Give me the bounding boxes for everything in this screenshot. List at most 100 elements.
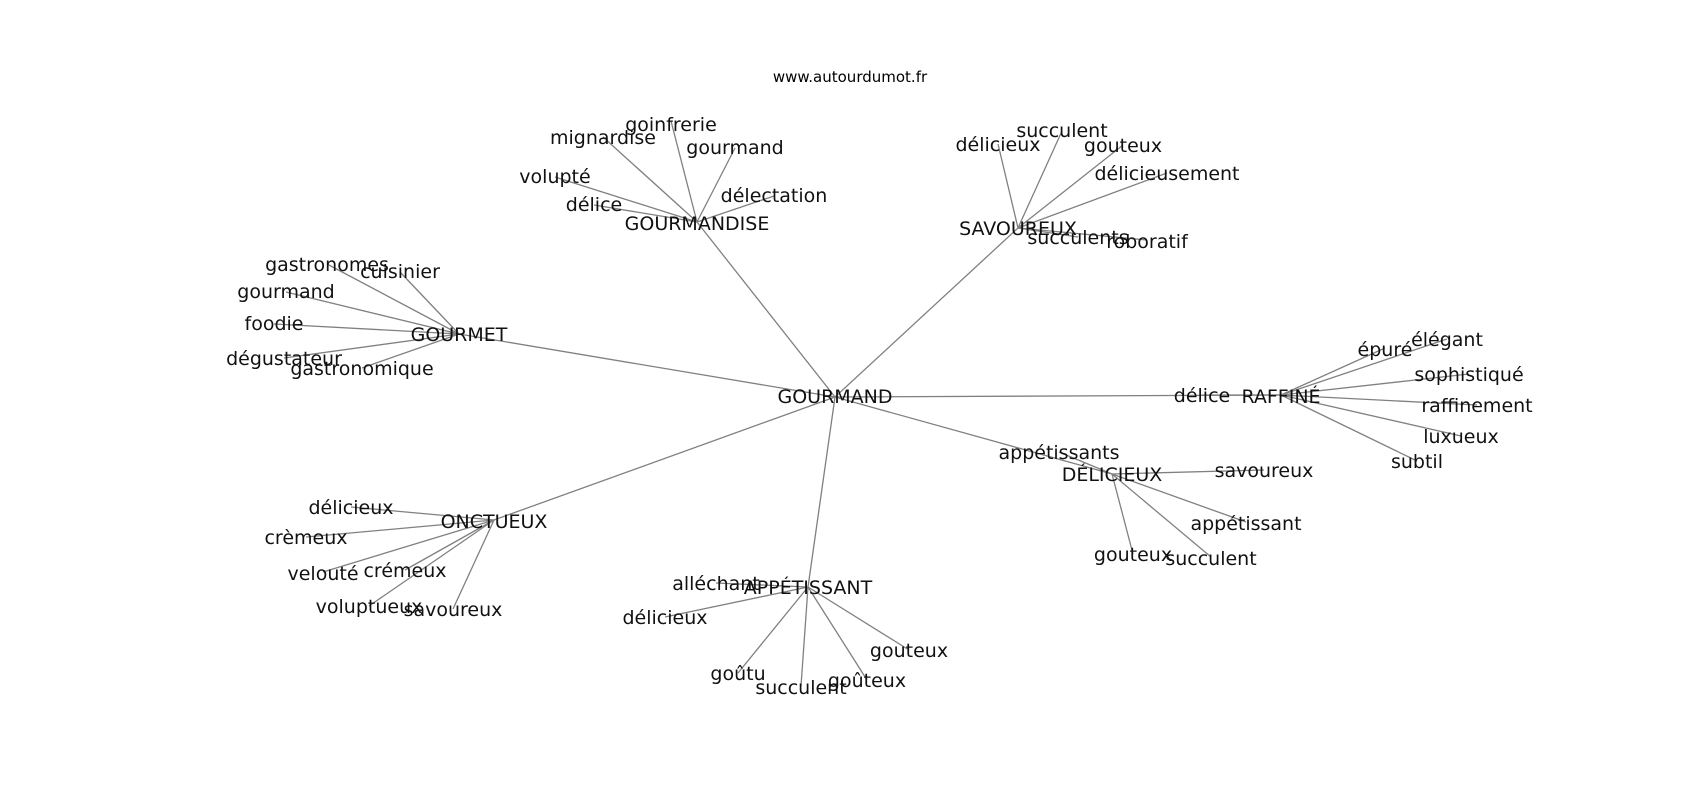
hub-word-edge	[404, 519, 495, 571]
hub-word-edge	[1280, 347, 1386, 396]
hub-word-edge	[602, 136, 698, 223]
leaf-word-label: succulent	[1016, 120, 1107, 142]
hub-word-edge	[1280, 394, 1462, 437]
leaf-word-label: foodie	[245, 313, 304, 335]
graph-edges	[273, 120, 1478, 687]
leaf-word-label: alléchant	[672, 573, 760, 595]
hub-word-edge	[670, 120, 698, 223]
leaf-word-label: savoureux	[404, 599, 503, 621]
hub-node-label: APPÉTISSANT	[744, 576, 873, 599]
hub-node-label: RAFFINÉ	[1241, 385, 1320, 408]
hub-word-edge	[273, 323, 460, 335]
hub-word-edge	[368, 519, 495, 607]
leaf-word-label: gouteux	[1094, 544, 1172, 566]
leaf-word-label: volupté	[519, 166, 590, 188]
center-hub-edge	[834, 396, 1113, 475]
hub-word-edge	[326, 263, 460, 335]
leaf-word-label: appétissants	[998, 442, 1119, 464]
leaf-word-label: roboratif	[1106, 231, 1189, 253]
hub-word-edge	[1111, 473, 1212, 558]
leaf-word-label: dégustateur	[226, 348, 342, 370]
leaf-word-label: élégant	[1411, 329, 1483, 351]
hub-word-edge	[1111, 473, 1134, 555]
hub-word-edge	[322, 519, 495, 573]
hub-word-edge	[696, 147, 736, 223]
leaf-word-label: luxueux	[1423, 426, 1499, 448]
leaf-word-label: subtil	[1391, 451, 1443, 473]
hub-word-edge	[1111, 473, 1247, 523]
hub-node-label: GOURMANDISE	[625, 213, 770, 235]
center-hub-edge	[807, 396, 836, 588]
hub-word-edge	[1017, 227, 1148, 241]
hub-word-edge	[737, 586, 809, 674]
hub-word-edge	[305, 519, 495, 538]
leaf-word-label: gouteux	[1084, 135, 1162, 157]
leaf-word-label: succulent	[1165, 548, 1256, 570]
leaf-word-label: épuré	[1358, 339, 1413, 361]
leaf-word-label: cuisinier	[360, 261, 440, 283]
center-hub-edge	[458, 333, 836, 398]
hub-word-edge	[1058, 451, 1113, 475]
hub-node-label: SAVOUREUX	[959, 218, 1077, 240]
hub-node-label: GOURMET	[411, 324, 508, 346]
leaf-word-label: délicieux	[622, 607, 707, 629]
hub-word-edge	[1280, 338, 1448, 396]
hub-word-edge	[715, 582, 809, 588]
leaf-word-label: goûteux	[828, 670, 906, 692]
leaf-word-label: appétissant	[1190, 513, 1301, 535]
hub-word-edge	[800, 586, 809, 687]
hub-word-edge	[664, 586, 809, 618]
leaf-word-label: succulent	[755, 677, 846, 699]
hub-word-edge	[1280, 394, 1418, 462]
center-hub-edge	[696, 221, 836, 398]
leaf-word-label: délectation	[721, 185, 828, 207]
leaf-word-label: délicieux	[308, 497, 393, 519]
hub-word-edge	[399, 271, 460, 335]
leaf-word-label: goûtu	[710, 663, 765, 685]
leaf-word-label: gastronomique	[290, 358, 433, 380]
hub-word-edge	[1017, 144, 1124, 229]
leaf-word-label: crèmeux	[264, 527, 347, 549]
leaf-word-label: délice	[566, 194, 622, 216]
hub-word-edge	[696, 195, 775, 223]
leaf-word-label: délice	[1174, 385, 1230, 407]
hub-word-edge	[283, 333, 460, 359]
hub-word-edge	[997, 143, 1019, 229]
leaf-word-label: gastronomes	[265, 254, 389, 276]
center-hub-edge	[493, 396, 836, 521]
hub-node-label: ONCTUEUX	[441, 511, 548, 533]
leaf-word-label: voluptueux	[316, 596, 423, 618]
leaf-word-label: délicieux	[955, 134, 1040, 156]
hub-word-edge	[593, 204, 698, 223]
leaf-word-label: gourmand	[686, 137, 783, 159]
hub-node-label: DÉLICIEUX	[1062, 463, 1163, 486]
hub-word-edge	[361, 333, 460, 369]
leaf-word-label: sophistiqué	[1414, 364, 1523, 386]
hub-word-edge	[1111, 469, 1265, 475]
hub-word-edge	[285, 291, 460, 335]
leaf-word-label: gouteux	[870, 640, 948, 662]
hub-word-edge	[1017, 172, 1168, 229]
leaf-word-label: gourmand	[237, 281, 334, 303]
leaf-word-label: raffinement	[1421, 395, 1532, 417]
site-watermark: www.autourdumot.fr	[773, 68, 928, 86]
hub-word-edge	[807, 586, 868, 681]
hub-word-edge	[452, 519, 495, 610]
leaf-word-label: délicieusement	[1094, 163, 1239, 185]
hub-word-edge	[807, 586, 910, 651]
leaf-word-label: savoureux	[1215, 460, 1314, 482]
leaf-word-label: velouté	[287, 563, 358, 585]
hub-word-edge	[554, 176, 698, 223]
hub-word-edge	[1280, 373, 1470, 396]
hub-word-edge	[350, 506, 495, 521]
leaf-word-label: goinfrerie	[625, 114, 717, 136]
hub-word-edge	[1280, 394, 1478, 406]
leaf-word-label: mignardise	[550, 127, 656, 149]
center-hub-edge	[834, 227, 1019, 398]
hub-word-edge	[1017, 130, 1063, 229]
leaf-word-label: crémeux	[363, 560, 446, 582]
leaf-word-label: succulents	[1027, 227, 1128, 249]
center-node-label: GOURMAND	[777, 386, 892, 408]
